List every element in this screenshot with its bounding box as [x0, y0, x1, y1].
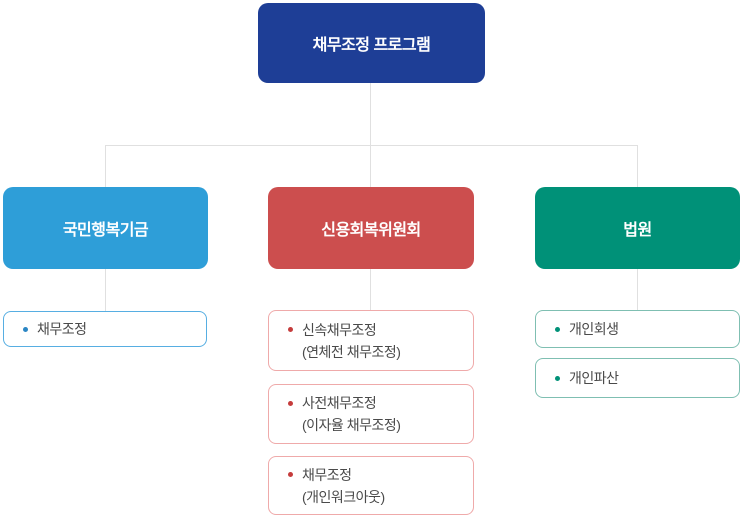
leaf-label: 개인파산 — [569, 370, 619, 386]
leaf-label: 채무조정 — [37, 321, 87, 337]
connector-root-vertical — [370, 83, 371, 145]
connector-leaf-right — [637, 269, 638, 310]
connector-leaf-left — [105, 269, 106, 311]
leaf-debt-adjustment: 채무조정 — [3, 311, 207, 347]
leaf-personal-rehabilitation: 개인회생 — [535, 310, 740, 348]
branch-node-credit-recovery-committee: 신용회복위원회 — [268, 187, 474, 269]
leaf-label: 개인회생 — [569, 321, 619, 337]
connector-drop-right — [637, 145, 638, 187]
bullet-icon — [555, 375, 560, 381]
bullet-icon — [555, 326, 560, 332]
branch-label: 국민행복기금 — [62, 222, 149, 239]
bullet-icon — [288, 400, 293, 406]
leaf-label: 채무조정 — [302, 466, 352, 483]
leaf-label: 사전채무조정 — [302, 395, 377, 411]
leaf-sublabel: (연체전 채무조정) — [302, 343, 401, 360]
bullet-icon — [23, 326, 28, 332]
connector-leaf-middle — [370, 269, 371, 310]
connector-drop-left — [105, 145, 106, 187]
connector-drop-middle — [370, 145, 371, 187]
connector-horizontal — [105, 145, 638, 146]
branch-label: 신용회복위원회 — [321, 222, 421, 239]
bullet-icon — [288, 472, 293, 477]
leaf-pre-debt-adjustment: 사전채무조정 (이자율 채무조정) — [268, 384, 474, 444]
leaf-sublabel: (이자율 채무조정) — [302, 417, 401, 433]
leaf-sublabel: (개인워크아웃) — [302, 488, 385, 505]
leaf-individual-workout: 채무조정 (개인워크아웃) — [268, 456, 474, 515]
branch-label: 법원 — [623, 222, 652, 239]
branch-node-court: 법원 — [535, 187, 740, 269]
leaf-label: 신속채무조정 — [302, 321, 377, 338]
branch-node-happiness-fund: 국민행복기금 — [3, 187, 208, 269]
root-node-label: 채무조정 프로그램 — [312, 37, 431, 54]
leaf-personal-bankruptcy: 개인파산 — [535, 358, 740, 398]
root-node: 채무조정 프로그램 — [258, 3, 485, 83]
bullet-icon — [288, 327, 293, 332]
leaf-fast-debt-adjustment: 신속채무조정 (연체전 채무조정) — [268, 310, 474, 371]
